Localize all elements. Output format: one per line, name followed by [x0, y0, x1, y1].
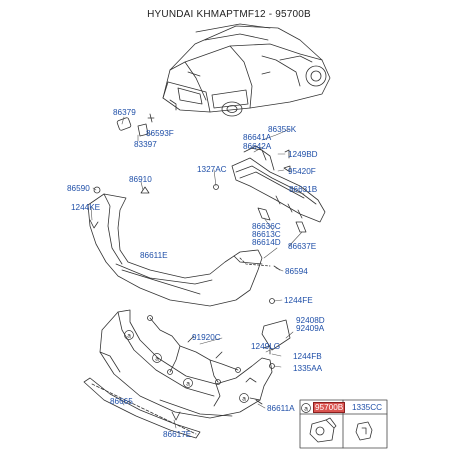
part-label-86613C[interactable]: 86613C — [252, 230, 281, 239]
reflector-parts — [116, 113, 155, 137]
part-label-92409A[interactable]: 92409A — [296, 324, 325, 333]
legend-callout-a: a — [304, 406, 308, 413]
part-label-83397[interactable]: 83397 — [134, 140, 157, 149]
part-label-86355K[interactable]: 86355K — [268, 125, 297, 134]
skid-plate — [83, 377, 201, 439]
part-label-95420F[interactable]: 95420F — [288, 167, 316, 176]
part-label-86631B[interactable]: 86631B — [289, 185, 318, 194]
part-label-86611E[interactable]: 86611E — [140, 251, 168, 260]
part-label-1244FB[interactable]: 1244FB — [293, 352, 322, 361]
part-label-86910[interactable]: 86910 — [129, 175, 152, 184]
bumper-beam — [231, 145, 326, 233]
legend-part-1335CC[interactable]: 1335CC — [352, 403, 383, 412]
part-label-86590[interactable]: 86590 — [67, 184, 90, 193]
part-label-86593F[interactable]: 86593F — [146, 129, 174, 138]
callout-a-4: a — [242, 396, 246, 403]
part-label-92408D[interactable]: 92408D — [296, 316, 325, 325]
part-label-1335AA[interactable]: 1335AA — [293, 364, 323, 373]
part-label-86642A[interactable]: 86642A — [243, 142, 272, 151]
sensor-icon — [309, 417, 337, 443]
part-label-86665[interactable]: 86665 — [110, 397, 133, 406]
part-label-1244KE[interactable]: 1244KE — [71, 203, 101, 212]
leader-lines — [90, 116, 305, 429]
part-label-1249LG[interactable]: 1249LG — [251, 342, 281, 351]
part-label-86594[interactable]: 86594 — [285, 267, 308, 276]
wiring-harness — [147, 315, 241, 385]
part-label-1249BD[interactable]: 1249BD — [288, 150, 318, 159]
part-label-86614D[interactable]: 86614D — [252, 238, 281, 247]
callout-a-3: a — [186, 381, 190, 388]
vehicle-illustration — [162, 23, 331, 117]
lower-bumper-cover — [99, 309, 273, 419]
part-label-1327AC[interactable]: 1327AC — [197, 165, 227, 174]
part-label-86617E[interactable]: 86617E — [163, 430, 192, 439]
part-label-86379[interactable]: 86379 — [113, 108, 136, 117]
callout-a-1: a — [127, 333, 131, 340]
callout-a-2: a — [155, 356, 159, 363]
clip-icon — [355, 421, 373, 441]
callout-circles — [124, 330, 311, 413]
part-label-86611A[interactable]: 86611A — [267, 404, 295, 413]
part-label-86636C[interactable]: 86636C — [252, 222, 281, 231]
part-label-1244FE[interactable]: 1244FE — [284, 296, 313, 305]
upper-bumper-cover — [87, 193, 271, 307]
part-label-86637E[interactable]: 86637E — [288, 242, 317, 251]
page-title: HYUNDAI KHMAPTMF12 - 95700B — [147, 9, 311, 20]
legend-part-95700B[interactable]: 95700B — [313, 402, 346, 413]
part-label-86641A[interactable]: 86641A — [243, 133, 272, 142]
part-label-91920C[interactable]: 91920C — [192, 333, 221, 342]
fasteners — [89, 149, 291, 421]
